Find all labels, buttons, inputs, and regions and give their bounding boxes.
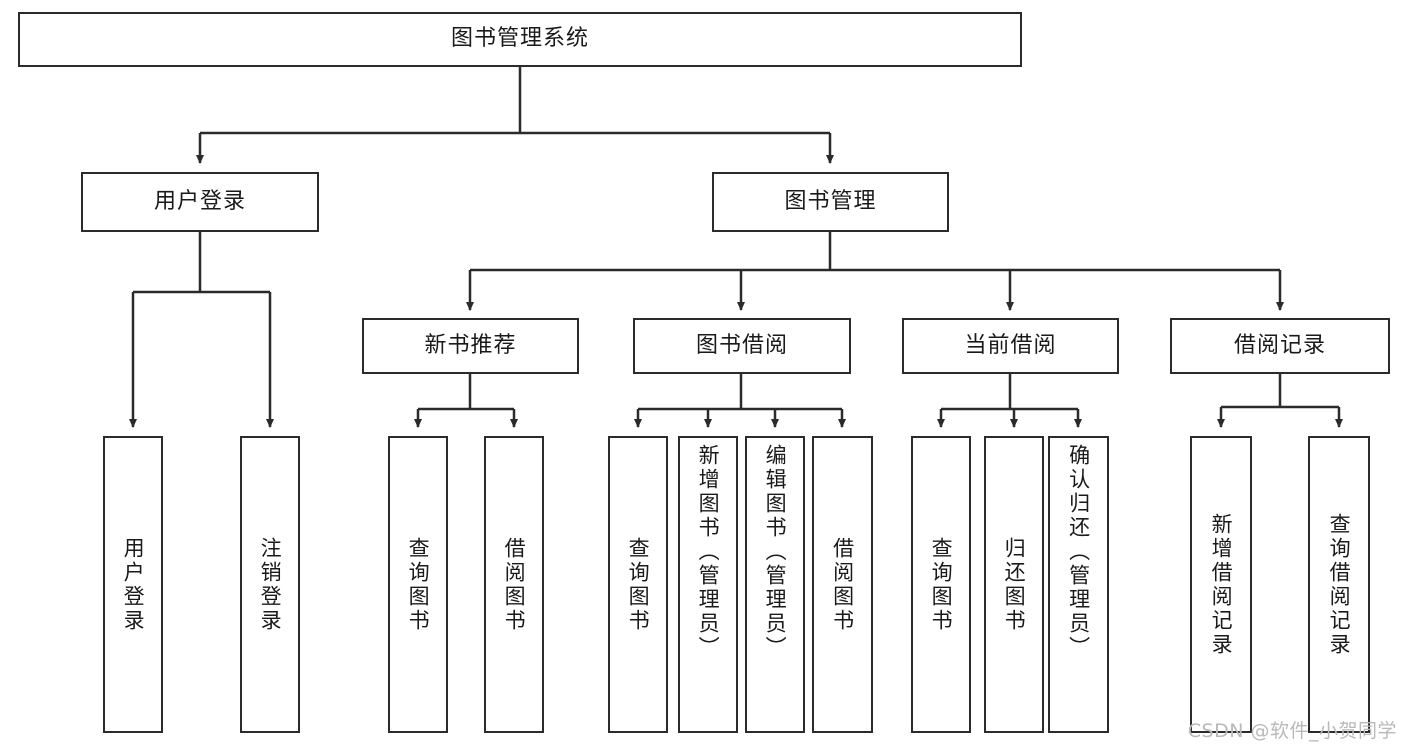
node-level3-0[interactable]: 新书推荐: [362, 318, 579, 374]
node-leaf-11[interactable]: 新增借阅记录: [1190, 436, 1252, 733]
node-leaf-1[interactable]: 注销登录: [240, 436, 300, 733]
node-leaf-4[interactable]: 查询图书: [608, 436, 668, 733]
node-level3-1[interactable]: 图书借阅: [633, 318, 851, 374]
node-level3-3[interactable]: 借阅记录: [1170, 318, 1390, 374]
node-leaf-5[interactable]: 新增图书（管理员）: [678, 436, 738, 733]
node-leaf-8[interactable]: 查询图书: [911, 436, 971, 733]
node-root-system[interactable]: 图书管理系统: [18, 12, 1022, 67]
node-leaf-7[interactable]: 借阅图书: [812, 436, 873, 733]
node-leaf-0[interactable]: 用户登录: [103, 436, 163, 733]
node-leaf-3[interactable]: 借阅图书: [484, 436, 544, 733]
node-leaf-2[interactable]: 查询图书: [388, 436, 448, 733]
node-leaf-12[interactable]: 查询借阅记录: [1308, 436, 1370, 733]
node-level3-2[interactable]: 当前借阅: [902, 318, 1119, 374]
node-level2-1[interactable]: 图书管理: [712, 172, 949, 232]
node-leaf-10[interactable]: 确认归还（管理员）: [1048, 436, 1109, 733]
node-leaf-6[interactable]: 编辑图书（管理员）: [745, 436, 805, 733]
node-leaf-9[interactable]: 归还图书: [984, 436, 1044, 733]
watermark-text: CSDN @软件_小贺同学: [1187, 720, 1397, 742]
node-level2-0[interactable]: 用户登录: [81, 172, 319, 232]
